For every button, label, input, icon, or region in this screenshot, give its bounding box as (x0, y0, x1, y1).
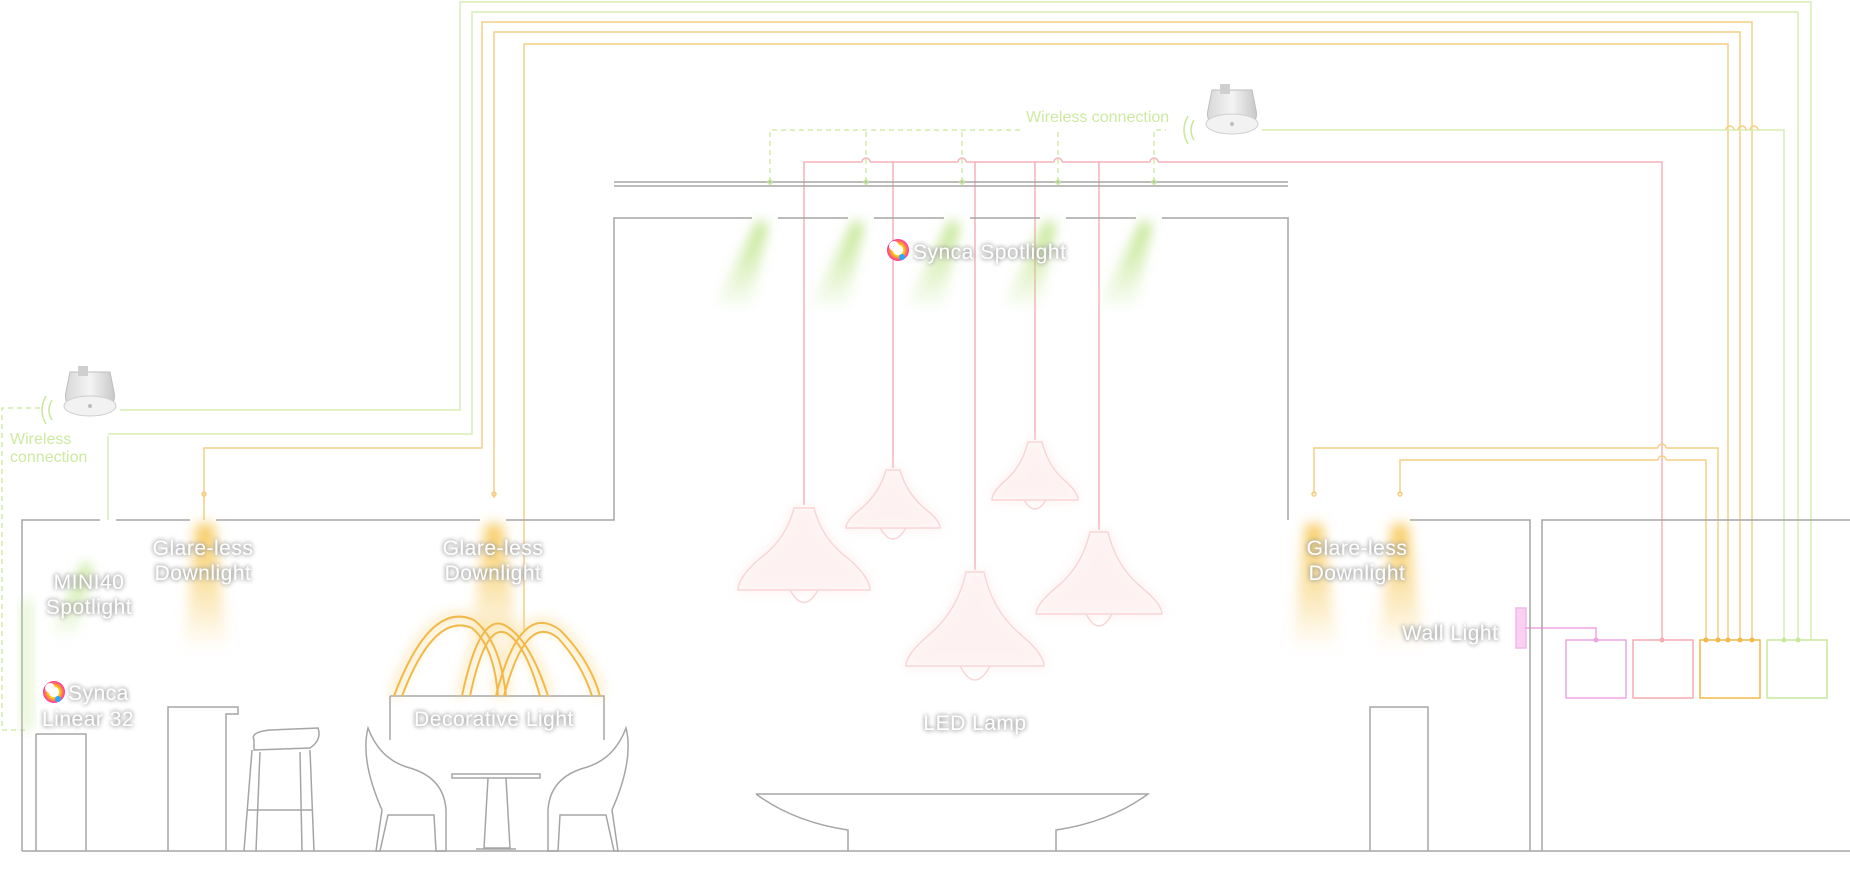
label-downlight-left: Downlight (155, 562, 252, 585)
pendant-lamp (905, 571, 1045, 681)
decorative-light-arches (389, 611, 605, 698)
label-wall-light: Wall Light (1402, 622, 1498, 645)
light-beams (22, 220, 1424, 730)
wireless-signal-icon (1183, 115, 1195, 145)
pendant-lamp (1035, 531, 1163, 627)
label-wireless-left-2: connection (10, 449, 87, 466)
pendant-lamp (737, 507, 871, 604)
rgb-color-wheel-icon (887, 239, 909, 261)
label-mini40: MINI40 (54, 571, 125, 594)
labels: Synca Spotlight Glare-less Downlight Gla… (10, 109, 1498, 735)
sensor-icon (63, 366, 117, 417)
label-linear-32: Linear 32 (42, 708, 134, 731)
wall-light-fixture (1515, 607, 1527, 649)
architecture-outline (21, 181, 1850, 852)
label-synca-linear: Synca (68, 682, 129, 705)
panel-pendants (1632, 639, 1694, 699)
panel-spotlights (1766, 639, 1828, 699)
wall-light-wiring (1524, 627, 1597, 640)
wireless-links-top (769, 129, 1166, 182)
wireless-signal-icon (41, 395, 53, 425)
label-decorative-light: Decorative Light (414, 708, 574, 731)
right-downlight-wiring (1313, 125, 1759, 640)
wireless-links-left (1, 407, 40, 731)
label-downlight-right: Downlight (1309, 562, 1406, 585)
sensor-icon (1205, 84, 1259, 135)
label-glare-less-right: Glare-less (1307, 537, 1408, 560)
label-wireless-left-1: Wireless (10, 431, 71, 448)
rgb-color-wheel-icon (43, 681, 65, 703)
panel-downlights (1699, 639, 1761, 699)
fixture-markers (201, 179, 1527, 649)
pendant-lamp (991, 441, 1079, 510)
pendant-wiring (803, 157, 1663, 640)
top-wiring-bus (107, 1, 1812, 640)
label-wireless-top: Wireless connection (1026, 109, 1169, 126)
label-glare-less-center: Glare-less (443, 537, 544, 560)
label-downlight-center: Downlight (445, 562, 542, 585)
label-led-lamp: LED Lamp (923, 712, 1026, 735)
control-panels (1565, 637, 1828, 699)
label-synca-spotlight: Synca Spotlight (913, 241, 1066, 264)
pendant-lamp (845, 469, 941, 540)
panel-wall-light (1565, 639, 1627, 699)
led-pendant-lamps (737, 441, 1163, 681)
label-glare-less-left: Glare-less (153, 537, 254, 560)
label-spotlight-mini40: Spotlight (46, 596, 132, 619)
